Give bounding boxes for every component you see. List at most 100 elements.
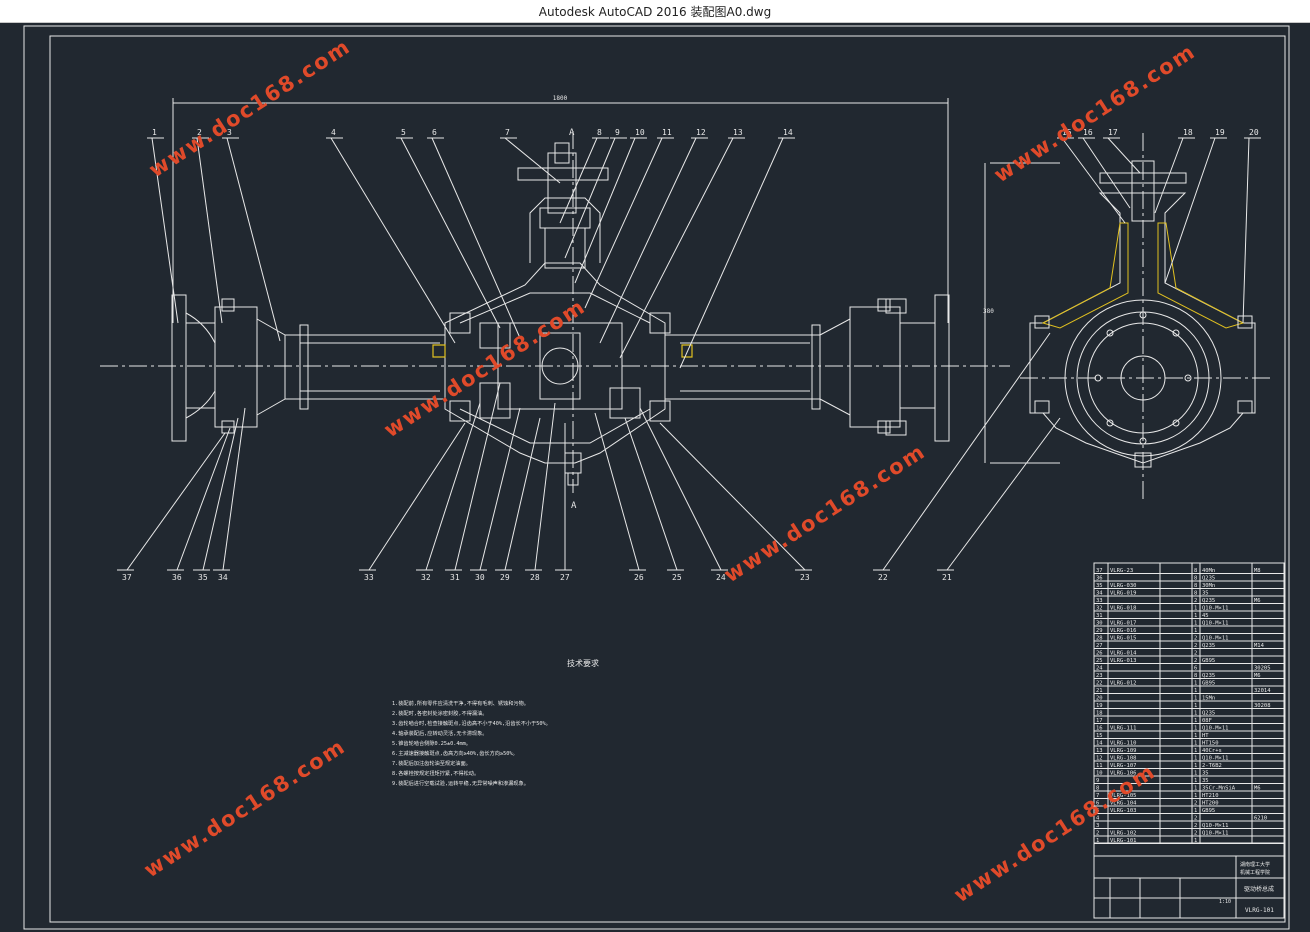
bom-cell: 2 bbox=[1194, 831, 1197, 837]
bom-cell: Q235 bbox=[1202, 673, 1215, 679]
bom-cell: 2-T6B2 bbox=[1202, 763, 1222, 769]
bom-cell: 20 bbox=[1096, 696, 1103, 702]
bom-cell: GB95 bbox=[1202, 808, 1215, 814]
bom-cell: 36 bbox=[1096, 576, 1103, 582]
bom-cell: 29 bbox=[1096, 628, 1103, 634]
outer-sheet-border bbox=[23, 25, 1290, 930]
bom-cell: VLRG-030 bbox=[1110, 583, 1137, 589]
bom-cell: 4 bbox=[1096, 816, 1100, 822]
bom-cell: HT150 bbox=[1202, 741, 1219, 747]
bom-cell: 18 bbox=[1096, 711, 1103, 717]
bom-cell: 1 bbox=[1194, 726, 1197, 732]
dimension-height-text: 380 bbox=[983, 308, 994, 315]
balloon-23: 23 bbox=[800, 573, 810, 582]
bom-cell: 2 bbox=[1096, 831, 1099, 837]
drawing-canvas[interactable]: 1800 bbox=[0, 23, 1310, 932]
balloon-8: 8 bbox=[597, 128, 602, 137]
balloon-5: 5 bbox=[401, 128, 406, 137]
bom-cell: 32014 bbox=[1254, 688, 1271, 694]
balloon-11: 11 bbox=[662, 128, 672, 137]
balloon-3: 3 bbox=[227, 128, 232, 137]
bom-cell: HT bbox=[1202, 733, 1209, 739]
bom-cell: 8 bbox=[1194, 576, 1197, 582]
balloon-36: 36 bbox=[172, 573, 182, 582]
balloon-15: 15 bbox=[1062, 128, 1072, 137]
bom-cell: 2 bbox=[1194, 643, 1197, 649]
bom-cell: Q235 bbox=[1202, 711, 1215, 717]
balloon-2: 2 bbox=[197, 128, 202, 137]
bom-cell: 19 bbox=[1096, 703, 1103, 709]
bom-cell: 1 bbox=[1194, 771, 1197, 777]
bom-cell: 33 bbox=[1096, 598, 1103, 604]
bom-cell: 1 bbox=[1194, 756, 1197, 762]
bom-cell: 28 bbox=[1096, 636, 1103, 642]
balloon-30: 30 bbox=[475, 573, 485, 582]
bom-cell: HT200 bbox=[1202, 801, 1219, 807]
section-label-top: A bbox=[569, 128, 575, 138]
bom-cell: Q235 bbox=[1202, 576, 1215, 582]
watermarks: www.doc168.com www.doc168.com www.doc168.c… bbox=[140, 34, 1200, 907]
bom-cell: 1 bbox=[1194, 741, 1197, 747]
bom-cell: 30Mn bbox=[1202, 583, 1215, 589]
bom-cell: VLRG-017 bbox=[1110, 621, 1137, 627]
cad-drawing[interactable]: 1800 bbox=[0, 23, 1310, 932]
bom-cell: VLRG-106 bbox=[1110, 771, 1137, 777]
watermark-text: www.doc168.com bbox=[140, 734, 350, 882]
bom-cell: Q10-M×11 bbox=[1202, 756, 1229, 762]
bom-cell: VLRG-012 bbox=[1110, 681, 1137, 687]
bom-row: 15 1 HT bbox=[1094, 733, 1284, 739]
tech-req-line: 4.轴承装配后,应转动灵活,无卡滞现象。 bbox=[392, 729, 488, 737]
watermark-text: www.doc168.com bbox=[380, 294, 590, 442]
bom-cell: 7 bbox=[1096, 793, 1099, 799]
bom-cell: 1 bbox=[1194, 733, 1197, 739]
bom-cell: M6 bbox=[1254, 598, 1261, 604]
bom-cell: 2 bbox=[1194, 636, 1197, 642]
bom-cell: 3 bbox=[1096, 823, 1099, 829]
balloon-4: 4 bbox=[331, 128, 336, 137]
balloon-21: 21 bbox=[942, 573, 952, 582]
bom-cell: 30 bbox=[1096, 621, 1103, 627]
bom-cell: VLRG-107 bbox=[1110, 763, 1137, 769]
section-line-a: A A bbox=[569, 128, 577, 511]
bom-cell: 35 bbox=[1202, 771, 1209, 777]
bom-cell: 37 bbox=[1096, 568, 1103, 574]
bom-cell: 1 bbox=[1194, 793, 1197, 799]
balloon-33: 33 bbox=[364, 573, 374, 582]
bom-cell: HT210 bbox=[1202, 793, 1219, 799]
balloon-28: 28 bbox=[530, 573, 540, 582]
tech-req-line: 8.各螺栓按规定扭矩拧紧,不得松动。 bbox=[392, 769, 479, 777]
balloon-25: 25 bbox=[672, 573, 682, 582]
bom-cell: 2 bbox=[1194, 651, 1197, 657]
title-scale: 1:10 bbox=[1219, 899, 1231, 905]
bom-cell: 15 bbox=[1096, 733, 1103, 739]
bom-cell: 1 bbox=[1194, 688, 1197, 694]
bom-cell: GB95 bbox=[1202, 681, 1215, 687]
tech-req-line: 3.齿轮啮合时,检查接触斑点,沿齿高不小于40%,沿齿长不小于50%。 bbox=[392, 719, 551, 727]
window-titlebar: Autodesk AutoCAD 2016 装配图A0.dwg bbox=[0, 0, 1310, 23]
bom-cell: 1 bbox=[1194, 763, 1197, 769]
balloon-22: 22 bbox=[878, 573, 888, 582]
balloon-35: 35 bbox=[198, 573, 208, 582]
bom-cell: 34 bbox=[1096, 591, 1103, 597]
bom-cell: 22 bbox=[1096, 681, 1103, 687]
balloon-6: 6 bbox=[432, 128, 437, 137]
bom-cell: M14 bbox=[1254, 643, 1265, 649]
bom-cell: VLRG-103 bbox=[1110, 808, 1137, 814]
bom-cell: M6 bbox=[1254, 673, 1261, 679]
balloon-24: 24 bbox=[716, 573, 726, 582]
watermark-text: www.doc168.com bbox=[720, 439, 930, 587]
